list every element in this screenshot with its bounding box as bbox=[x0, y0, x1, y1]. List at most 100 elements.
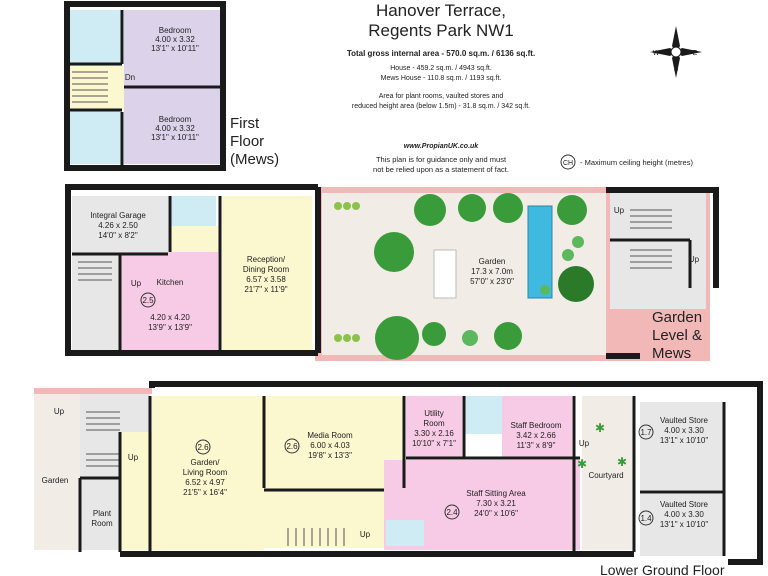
reception-fill bbox=[222, 196, 312, 350]
living-name-2: Living Room bbox=[183, 468, 228, 477]
plant-icon bbox=[562, 249, 574, 261]
lower-yellow-passage bbox=[264, 490, 384, 548]
staff-bedroom-metric: 3.42 x 2.66 bbox=[516, 431, 556, 440]
plant-icon: ✱ bbox=[577, 457, 587, 471]
garage-metric: 4.26 x 2.50 bbox=[98, 221, 138, 230]
tree-icon bbox=[375, 316, 419, 360]
compass-s: S bbox=[674, 66, 679, 73]
vault-top-ch: 1.7 bbox=[640, 428, 652, 437]
tree-icon bbox=[458, 194, 486, 222]
bedroom-bottom-metric: 4.00 x 3.32 bbox=[155, 124, 195, 133]
hall-fill bbox=[170, 226, 220, 252]
floor-label-garden-2: Level & bbox=[652, 327, 702, 344]
tree-icon bbox=[494, 322, 522, 350]
lower-ground-plan: Garden/ Living Room 6.52 x 4.97 21'5" x … bbox=[34, 381, 763, 565]
lower-up-1: Up bbox=[54, 407, 65, 416]
living-name-1: Garden/ bbox=[191, 458, 221, 467]
plant-icon bbox=[334, 334, 342, 342]
plant-icon: ✱ bbox=[617, 455, 627, 469]
disclaimer-2: not be relied upon as a statement of fac… bbox=[373, 165, 509, 174]
living-imperial: 21'5" x 16'4" bbox=[183, 488, 227, 497]
disclaimer-1: This plan is for guidance only and must bbox=[376, 155, 507, 164]
lower-stairs bbox=[86, 411, 345, 546]
lower-garden-label: Garden bbox=[42, 476, 69, 485]
media-ch-circle bbox=[284, 438, 300, 454]
plant-icon bbox=[572, 236, 584, 248]
floor-label-first-2: Floor bbox=[230, 133, 264, 150]
lower-ground-outer-wall bbox=[149, 381, 763, 565]
staff-sitting-metric: 7.30 x 3.21 bbox=[476, 499, 516, 508]
compass-n: N bbox=[673, 35, 678, 42]
tree-icon bbox=[493, 193, 523, 223]
first-floor-outer-wall bbox=[64, 1, 226, 171]
kitchen-ch: 2.5 bbox=[142, 296, 154, 305]
garden-lawn-table bbox=[433, 249, 457, 299]
bathroom-top-fill bbox=[70, 10, 122, 66]
vault-top-fill bbox=[640, 402, 724, 490]
reception-name-1: Reception/ bbox=[247, 255, 286, 264]
plant-note-1: Area for plant rooms, vaulted stores and bbox=[379, 93, 504, 100]
utility-fill bbox=[406, 396, 462, 458]
garden-metric: 17.3 x 7.0m bbox=[471, 267, 513, 276]
media-metric: 6.00 x 4.03 bbox=[310, 441, 350, 450]
courtyard-up: Up bbox=[579, 439, 590, 448]
garden-name: Garden bbox=[479, 257, 506, 266]
mews-area: Mews House - 110.8 sq.m. / 1193 sq.ft. bbox=[381, 75, 502, 82]
staff-sitting-imperial: 24'0" x 10'6" bbox=[474, 509, 518, 518]
tree-icon bbox=[558, 266, 594, 302]
staff-bathroom-fill bbox=[464, 396, 502, 434]
compass-e: E bbox=[693, 50, 698, 57]
vault-top-metric: 4.00 x 3.30 bbox=[664, 426, 704, 435]
title-line-2: Regents Park NW1 bbox=[368, 21, 514, 40]
ceiling-key-symbol: CH bbox=[563, 160, 573, 167]
garage-imperial: 14'0" x 8'2" bbox=[98, 231, 138, 240]
total-area: Total gross internal area - 570.0 sq.m. … bbox=[347, 49, 535, 58]
utility-metric: 3.30 x 2.16 bbox=[414, 429, 454, 438]
garden-paving bbox=[322, 193, 606, 355]
garage-lower-fill bbox=[72, 254, 120, 350]
corridor-fill bbox=[120, 432, 152, 550]
vault-top-ch-circle bbox=[638, 424, 654, 440]
bedroom-top-metric: 4.00 x 3.32 bbox=[155, 35, 195, 44]
ceiling-key-circle bbox=[560, 154, 576, 170]
lower-up-2: Up bbox=[128, 453, 139, 462]
first-floor-plan: Bedroom 4.00 x 3.32 13'1" x 10'11" Bedro… bbox=[64, 1, 226, 171]
plant-icon bbox=[462, 330, 478, 346]
bedroom-bottom-fill bbox=[124, 88, 220, 164]
floor-label-first-1: First bbox=[230, 115, 260, 132]
plant-room-2: Room bbox=[91, 519, 113, 528]
mews-up-1: Up bbox=[614, 206, 625, 215]
staff-bedroom-imperial: 11'3" x 8'9" bbox=[517, 441, 556, 450]
reception-imperial: 21'7" x 11'9" bbox=[244, 285, 287, 294]
vault-top-name: Vaulted Store bbox=[660, 416, 708, 425]
utility-name-1: Utility bbox=[424, 409, 444, 418]
lower-garden-fill bbox=[34, 394, 80, 550]
bedroom-bottom-imperial: 13'1" x 10'11" bbox=[151, 133, 199, 142]
first-floor-stairs bbox=[72, 71, 108, 103]
floor-label-garden-1: Garden bbox=[652, 309, 702, 326]
vault-bottom-name: Vaulted Store bbox=[660, 500, 708, 509]
garden-trees bbox=[334, 193, 594, 360]
compass-rose-icon: N S W E bbox=[650, 26, 702, 78]
utility-name-2: Room bbox=[423, 419, 445, 428]
tree-icon bbox=[422, 322, 446, 346]
plant-icon bbox=[352, 202, 360, 210]
bedroom-top-name: Bedroom bbox=[159, 26, 192, 35]
staff-bedroom-name: Staff Bedroom bbox=[511, 421, 562, 430]
pool bbox=[527, 205, 553, 299]
plant-icon bbox=[343, 202, 351, 210]
bedroom-top-imperial: 13'1" x 10'11" bbox=[151, 44, 199, 53]
living-fill bbox=[152, 396, 264, 550]
plant-note-2: reduced height area (below 1.5m) - 31.8 … bbox=[352, 103, 530, 110]
mews-up-2: Up bbox=[689, 255, 700, 264]
utility-imperial: 10'10" x 7'1" bbox=[412, 439, 456, 448]
plant-icon bbox=[343, 334, 351, 342]
kitchen-up: Up bbox=[131, 279, 142, 288]
media-fill bbox=[264, 396, 404, 490]
staff-sitting-ch: 2.4 bbox=[446, 508, 458, 517]
vault-bottom-fill bbox=[640, 494, 724, 556]
staff-sitting-ch-circle bbox=[444, 504, 460, 520]
media-ch: 2.6 bbox=[286, 442, 298, 451]
living-metric: 6.52 x 4.97 bbox=[185, 478, 225, 487]
